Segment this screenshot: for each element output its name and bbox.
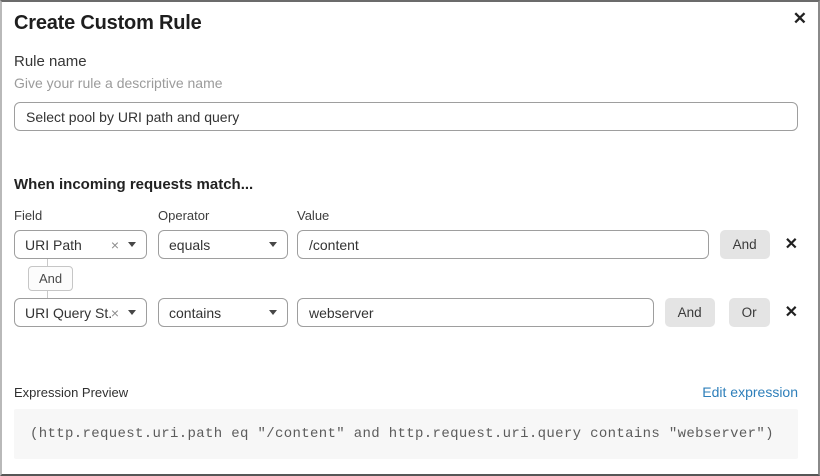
row-connector: And (14, 259, 798, 298)
field-select-2[interactable]: URI Query St... × (14, 298, 147, 327)
field-select-1-value: URI Path (25, 236, 82, 253)
connector-and-badge: And (28, 266, 74, 291)
value-input-2[interactable] (297, 298, 654, 327)
expression-preview-header: Expression Preview Edit expression (14, 384, 798, 400)
operator-select-2-value: contains (169, 304, 222, 321)
rule-name-input[interactable] (14, 102, 798, 131)
edit-expression-link[interactable]: Edit expression (702, 384, 798, 400)
chevron-down-icon (128, 242, 136, 247)
or-button-row-2[interactable]: Or (728, 298, 770, 327)
operator-select-1-value: equals (169, 236, 211, 253)
match-section-heading: When incoming requests match... (14, 176, 254, 193)
clear-icon[interactable]: × (110, 304, 119, 321)
column-headers: Field Operator Value (14, 208, 798, 223)
condition-row-1: URI Path × equals And ✕ (14, 230, 798, 259)
dialog-title: Create Custom Rule (14, 12, 202, 34)
rule-name-label: Rule name (14, 53, 87, 70)
expression-code: (http.request.uri.path eq "/content" and… (14, 409, 798, 459)
connector-line-top (47, 259, 48, 266)
value-input-1[interactable] (297, 230, 709, 259)
and-button-row-1[interactable]: And (719, 230, 770, 259)
condition-row-2: URI Query St... × contains And Or ✕ (14, 298, 798, 327)
delete-row-icon[interactable]: ✕ (784, 303, 798, 321)
rule-name-helper: Give your rule a descriptive name (14, 75, 223, 91)
field-column-label: Field (14, 208, 43, 223)
expression-preview-label: Expression Preview (14, 385, 129, 400)
connector-line-bottom (47, 291, 48, 298)
field-select-2-value: URI Query St... (25, 304, 111, 321)
delete-row-icon[interactable]: ✕ (784, 235, 798, 253)
value-column-label: Value (297, 208, 330, 223)
chevron-down-icon (128, 310, 136, 315)
and-button-row-2[interactable]: And (664, 298, 715, 327)
operator-select-2[interactable]: contains (158, 298, 288, 327)
close-icon[interactable]: ✕ (792, 9, 807, 28)
chevron-down-icon (269, 242, 277, 247)
operator-column-label: Operator (158, 208, 210, 223)
chevron-down-icon (269, 310, 277, 315)
clear-icon[interactable]: × (110, 236, 119, 253)
field-select-1[interactable]: URI Path × (14, 230, 147, 259)
operator-select-1[interactable]: equals (158, 230, 288, 259)
